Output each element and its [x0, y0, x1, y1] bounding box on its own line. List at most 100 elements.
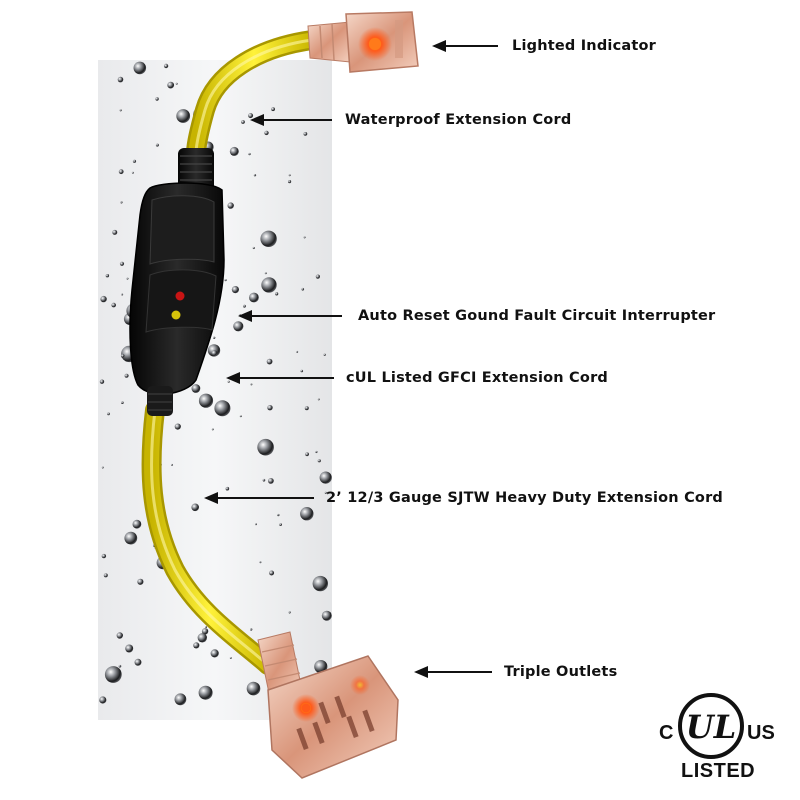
water-drop-icon: [131, 171, 134, 174]
water-drop-icon: [125, 644, 134, 653]
water-drop-icon: [121, 401, 124, 405]
water-drop-icon: [255, 523, 257, 526]
callout-triple-outlets: Triple Outlets: [414, 662, 634, 682]
water-drop-icon: [312, 575, 328, 592]
water-drop-icon: [305, 452, 309, 457]
water-drop-icon: [279, 523, 282, 526]
water-drop-icon: [317, 398, 320, 401]
water-drop-icon: [277, 513, 280, 517]
water-drop-icon: [174, 693, 187, 706]
water-drop-icon: [304, 406, 309, 411]
gfci-unit: [129, 148, 225, 416]
cert-ul-text: UL: [686, 708, 736, 746]
water-drop-icon: [262, 478, 266, 482]
water-drop-icon: [231, 286, 239, 294]
water-drop-icon: [211, 428, 214, 431]
water-drop-icon: [163, 63, 169, 69]
water-drop-icon: [112, 229, 118, 235]
water-drop-icon: [250, 628, 253, 631]
water-drop-icon: [116, 632, 124, 639]
water-drop-icon: [191, 384, 201, 393]
callout-lighted-indicator: Lighted Indicator: [432, 36, 692, 56]
water-drop-icon: [252, 246, 255, 250]
water-drop-icon: [243, 304, 246, 308]
arrow-left-icon: [250, 114, 332, 126]
water-drop-icon: [288, 611, 291, 614]
water-drop-icon: [111, 302, 116, 308]
water-drop-icon: [288, 174, 291, 177]
water-drop-icon: [124, 373, 129, 378]
water-drop-icon: [105, 274, 110, 278]
callout-gfci: Auto Reset Gound Fault Circuit Interrupt…: [238, 306, 758, 326]
water-drop-icon: [155, 97, 159, 101]
water-drop-icon: [248, 152, 251, 156]
callout-gauge: 2’ 12/3 Gauge SJTW Heavy Duty Extension …: [204, 488, 760, 508]
label-waterproof-cord: Waterproof Extension Cord: [345, 112, 572, 128]
water-drop-icon: [213, 336, 216, 339]
water-drop-icon: [229, 146, 239, 156]
ul-circle-icon: UL: [678, 693, 744, 759]
water-drop-icon: [321, 610, 332, 621]
water-drop-icon: [227, 380, 230, 383]
water-drop-icon: [314, 660, 328, 674]
water-drop-icon: [133, 61, 147, 75]
water-drop-icon: [260, 230, 277, 247]
water-drop-icon: [126, 277, 129, 280]
water-drop-icon: [239, 415, 242, 418]
label-triple-outlets: Triple Outlets: [504, 664, 618, 680]
water-drop-icon: [229, 657, 232, 659]
water-drop-icon: [174, 423, 181, 430]
water-drop-icon: [101, 466, 104, 469]
water-drop-icon: [319, 471, 332, 484]
callout-waterproof-cord: Waterproof Extension Cord: [250, 110, 610, 130]
water-drop-icon: [132, 519, 142, 529]
water-drop-icon: [205, 626, 208, 628]
water-drop-icon: [233, 321, 244, 332]
water-drop-icon: [271, 107, 275, 112]
callout-cul-listed: cUL Listed GFCI Extension Cord: [226, 368, 646, 388]
water-drop-icon: [264, 272, 267, 275]
water-drop-icon: [210, 649, 219, 658]
water-drop-icon: [171, 463, 173, 466]
water-drop-icon: [121, 293, 124, 296]
water-drop-icon: [288, 180, 292, 184]
arrow-left-icon: [204, 492, 314, 504]
water-drop-icon: [119, 109, 122, 112]
water-drop-icon: [124, 531, 138, 545]
water-drop-icon: [191, 503, 199, 512]
label-gfci: Auto Reset Gound Fault Circuit Interrupt…: [358, 308, 716, 324]
water-drop-icon: [315, 274, 320, 279]
arrow-left-icon: [238, 310, 342, 322]
water-drop-icon: [120, 354, 125, 358]
water-drop-icon: [250, 383, 253, 386]
water-drop-icon: [104, 666, 122, 683]
water-drop-icon: [253, 174, 257, 177]
lighted-plug: [307, 11, 419, 73]
water-drop-icon: [246, 681, 261, 696]
water-drop-icon: [266, 358, 273, 365]
water-drop-icon: [300, 369, 304, 373]
water-drop-icon: [317, 459, 321, 463]
water-drop-icon: [248, 113, 254, 119]
water-drop-icon: [176, 109, 191, 123]
cert-listed-text: LISTED: [681, 760, 756, 782]
water-drop-icon: [269, 570, 275, 576]
water-drop-icon: [301, 287, 305, 291]
water-drop-icon: [264, 130, 269, 136]
label-lighted-indicator: Lighted Indicator: [512, 38, 656, 54]
cert-c-prefix: C: [659, 722, 674, 744]
water-drop-icon: [99, 696, 107, 704]
label-gauge: 2’ 12/3 Gauge SJTW Heavy Duty Extension …: [326, 490, 724, 506]
cert-us-suffix: US: [747, 722, 775, 744]
water-drop-icon: [193, 642, 200, 649]
label-cul-listed: cUL Listed GFCI Extension Cord: [346, 370, 608, 386]
water-drop-icon: [259, 561, 262, 564]
ul-certification-logo: C UL US LISTED: [655, 688, 775, 788]
reset-button-yellow: [171, 310, 181, 320]
water-drop-icon: [261, 277, 277, 293]
water-drop-icon: [100, 295, 107, 303]
water-drop-icon: [198, 685, 213, 700]
water-drop-icon: [267, 405, 273, 411]
water-drop-icon: [117, 76, 124, 83]
